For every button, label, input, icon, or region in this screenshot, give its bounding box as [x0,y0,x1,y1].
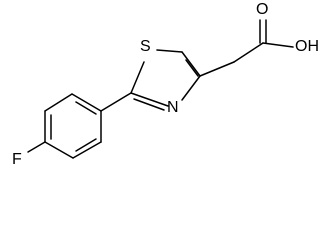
fluorine-atom-label: F [12,151,22,168]
bond-c-oh [262,42,294,48]
bond [71,93,102,112]
double-bond-inner [75,138,97,152]
thiazole-ring [130,49,201,111]
bond-c-f [27,141,46,153]
double-bond-inner [185,59,199,77]
bond [72,141,102,159]
bond [130,61,145,94]
bond [181,51,201,77]
hydroxyl-label: OH [295,38,319,55]
bond [44,93,73,112]
bond-ring-ch2 [199,61,235,77]
chemical-structure: F S N O OH [12,1,319,168]
fluorophenyl-ring [44,93,102,159]
bond [181,75,201,101]
bond-aryl-thiazole [100,92,132,112]
double-bond-inner [133,98,165,111]
double-bond-inner [75,101,97,115]
bond [44,141,74,159]
bond [130,92,169,107]
bond-ch2-cooh [233,42,264,63]
carbonyl-oxygen-label: O [256,1,268,18]
sulfur-atom-label: S [140,38,151,55]
bond [156,49,183,53]
nitrogen-atom-label: N [167,99,179,116]
